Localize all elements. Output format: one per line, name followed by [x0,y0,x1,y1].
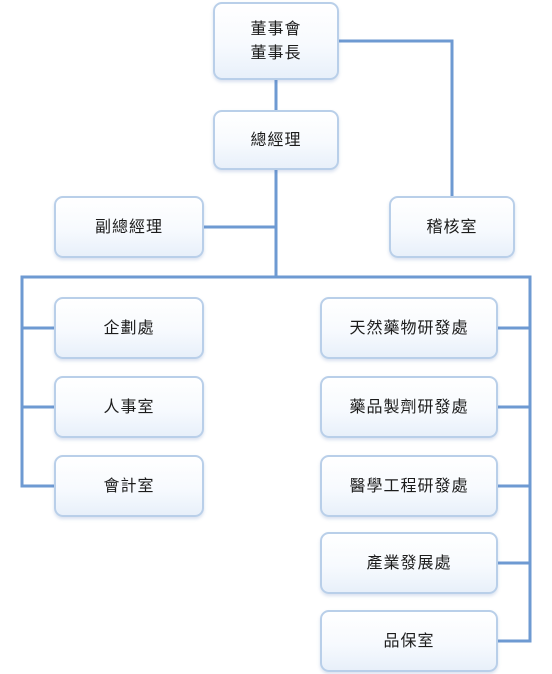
deputy-general-manager-label: 副總經理 [94,217,163,236]
right-department-3: 醫學工程研發處 [320,455,498,517]
chairman-label: 董事長 [250,43,302,62]
left-department-3-label: 會計室 [103,476,155,495]
right-department-5: 品保室 [320,610,498,672]
board-node: 董事會 董事長 [213,2,339,80]
left-department-2-label: 人事室 [103,397,155,416]
right-department-5-label: 品保室 [383,631,435,650]
right-department-2: 藥品製劑研發處 [320,376,498,438]
right-department-3-label: 醫學工程研發處 [349,476,469,495]
right-department-4-label: 產業發展處 [366,553,452,572]
right-department-1-label: 天然藥物研發處 [349,318,469,337]
board-label: 董事會 [250,19,302,38]
deputy-general-manager-node: 副總經理 [54,196,204,258]
right-department-1: 天然藥物研發處 [320,297,498,359]
audit-office-label: 稽核室 [426,217,478,236]
general-manager-label: 總經理 [250,130,302,149]
right-department-2-label: 藥品製劑研發處 [349,397,469,416]
left-department-1-label: 企劃處 [103,318,155,337]
left-department-1: 企劃處 [54,297,204,359]
audit-office-node: 稽核室 [389,196,515,258]
general-manager-node: 總經理 [213,110,339,170]
right-department-4: 產業發展處 [320,532,498,594]
left-department-2: 人事室 [54,376,204,438]
left-department-3: 會計室 [54,455,204,517]
